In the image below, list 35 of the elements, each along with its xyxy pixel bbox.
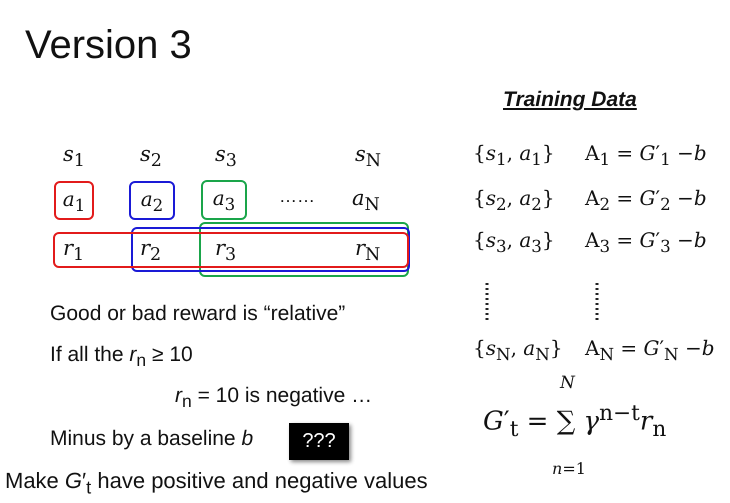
sum-upper-limit: N [560, 374, 575, 394]
advantage-formula: A$_{2}$ = G′$_{2}$ −b [585, 187, 707, 214]
reward-bracket-box [131, 227, 410, 272]
body-text: r$_{n}$ = 10 is negative … [175, 384, 372, 412]
reward-bracket-box [53, 232, 409, 268]
slide-title: Version 3 [25, 22, 192, 68]
advantage-formula: A$_{1}$ = G′$_{1}$ −b [585, 142, 707, 170]
action-symbol: a$_{N}$ [352, 186, 380, 216]
state-action-pair: {s$_{1}$, a$_{1}$} [473, 142, 555, 170]
state-action-pair: {s$_{N}$, a$_{N}$} [473, 337, 563, 364]
action-box: a$_{1}$ [54, 181, 94, 220]
action-box: a$_{3}$ [201, 180, 247, 220]
advantage-formula: A$_{3}$ = G′$_{3}$ −b [585, 229, 707, 256]
reward-symbol: r$_{1}$ [63, 236, 84, 266]
state-action-pair: {s$_{2}$, a$_{2}$} [473, 187, 555, 214]
reward-symbol: r$_{N}$ [355, 236, 380, 266]
advantage-formula: A$_{N}$ = G′$_{N}$ −b [585, 337, 715, 364]
body-text: Minus by a baseline b [50, 427, 254, 452]
section-heading: Training Data [503, 88, 637, 112]
state-symbol: s$_{N}$ [355, 142, 382, 172]
body-text: If all the r$_{n}$ ≥ 10 [50, 343, 193, 370]
state-symbol: s$_{2}$ [140, 142, 162, 172]
sum-lower-limit: n=1 [552, 460, 586, 478]
reward-bracket-box [199, 222, 409, 277]
state-symbol: s$_{1}$ [63, 142, 85, 172]
ellipsis-text: …… [279, 186, 315, 207]
question-marks-box: ??? [289, 423, 349, 460]
reward-symbol: r$_{3}$ [215, 236, 236, 266]
body-text: Make G′$_{t}$ have positive and negative values [5, 468, 428, 498]
reward-symbol: r$_{2}$ [140, 236, 162, 266]
return-formula: G′$_{t}$ = ∑ γ$^{n−t}$r$_{n}$ [483, 402, 666, 443]
action-box: a$_{2}$ [129, 181, 175, 220]
state-action-pair: {s$_{3}$, a$_{3}$} [473, 229, 555, 256]
state-symbol: s$_{3}$ [215, 142, 237, 172]
body-text: Good or bad reward is “relative” [50, 302, 346, 326]
